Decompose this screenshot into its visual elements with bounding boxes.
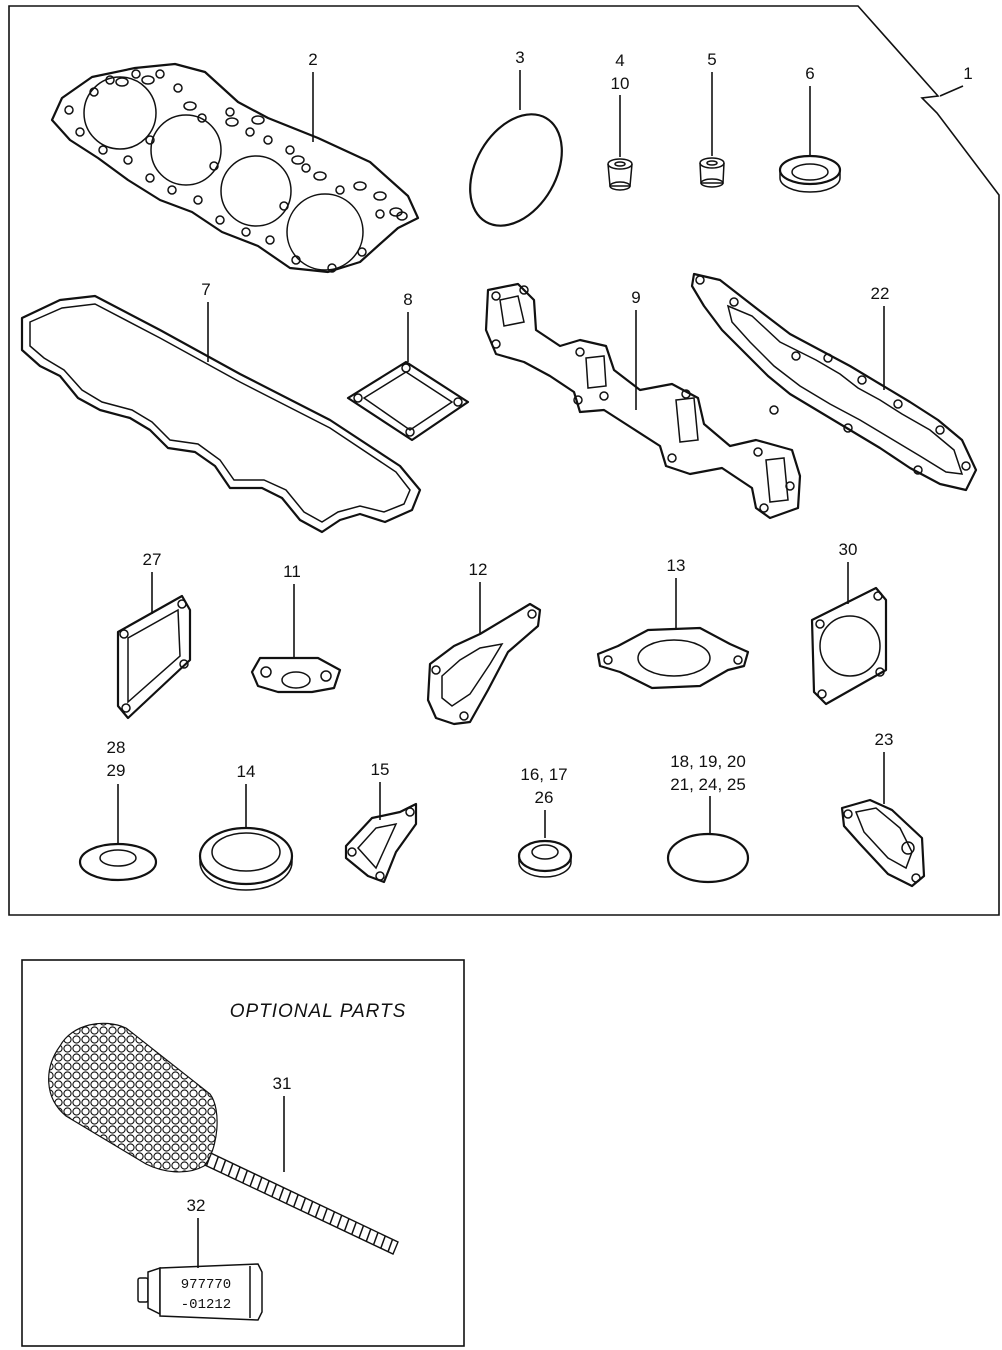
part-14-ring: [198, 826, 294, 891]
label-22: 22: [871, 284, 890, 303]
part-3-o-ring: [469, 113, 563, 227]
part-4-10-stem-seal: [607, 158, 633, 191]
part-22-intake-gasket: [690, 272, 978, 492]
label-14: 14: [237, 762, 256, 781]
label-11: 11: [283, 562, 301, 581]
part-6-washer: [778, 154, 842, 193]
part-18-25-plug: [666, 832, 750, 884]
label-2: 2: [308, 50, 317, 69]
label-5: 5: [707, 50, 716, 69]
label-10: 10: [611, 74, 630, 93]
part-28-29-washer: [78, 842, 158, 882]
part-8-square-gasket: [346, 360, 470, 442]
label-28: 28: [107, 738, 126, 757]
label-3: 3: [515, 48, 524, 67]
label-8: 8: [403, 290, 412, 309]
label-1: 1: [963, 64, 972, 83]
part-15-gasket: [344, 802, 418, 884]
part-7-cover-gasket: [20, 294, 422, 534]
label-9: 9: [631, 288, 640, 307]
label-4: 4: [615, 51, 624, 70]
optional-parts-title: OPTIONAL PARTS: [230, 1001, 407, 1022]
part-5-bushing: [699, 157, 725, 188]
part-31-cylinder-brush: [48, 1022, 399, 1255]
label-30: 30: [839, 540, 858, 559]
label-32: 32: [187, 1196, 206, 1215]
label-15: 15: [371, 760, 390, 779]
tube-label-line2: -01212: [181, 1297, 231, 1313]
label-27: 27: [143, 550, 162, 569]
main-frame: [8, 5, 1000, 916]
part-23-gasket: [840, 798, 926, 888]
label-7: 7: [201, 280, 210, 299]
label-13: 13: [667, 556, 686, 575]
part-30-gasket: [810, 586, 888, 706]
part-27-gasket: [116, 594, 192, 720]
part-13-gasket: [596, 626, 750, 690]
part-11-gasket: [250, 656, 342, 694]
part-16-17-26-washer: [517, 839, 573, 878]
label-18-20: 18, 19, 20: [670, 752, 746, 771]
tube-label-line1: 977770: [181, 1277, 231, 1293]
label-29: 29: [107, 761, 126, 780]
label-23: 23: [875, 730, 894, 749]
label-16-17: 16, 17: [520, 765, 567, 784]
label-31: 31: [273, 1074, 292, 1093]
optional-parts-frame: [21, 959, 465, 1347]
part-32-sealant-tube: [137, 1263, 263, 1321]
label-12: 12: [469, 560, 488, 579]
part-2-head-gasket: [50, 62, 420, 274]
label-21-25: 21, 24, 25: [670, 775, 746, 794]
leader-1: [939, 85, 964, 97]
label-6: 6: [805, 64, 814, 83]
label-26: 26: [535, 788, 554, 807]
part-12-gasket: [426, 602, 542, 726]
part-9-exhaust-gasket: [484, 282, 802, 520]
